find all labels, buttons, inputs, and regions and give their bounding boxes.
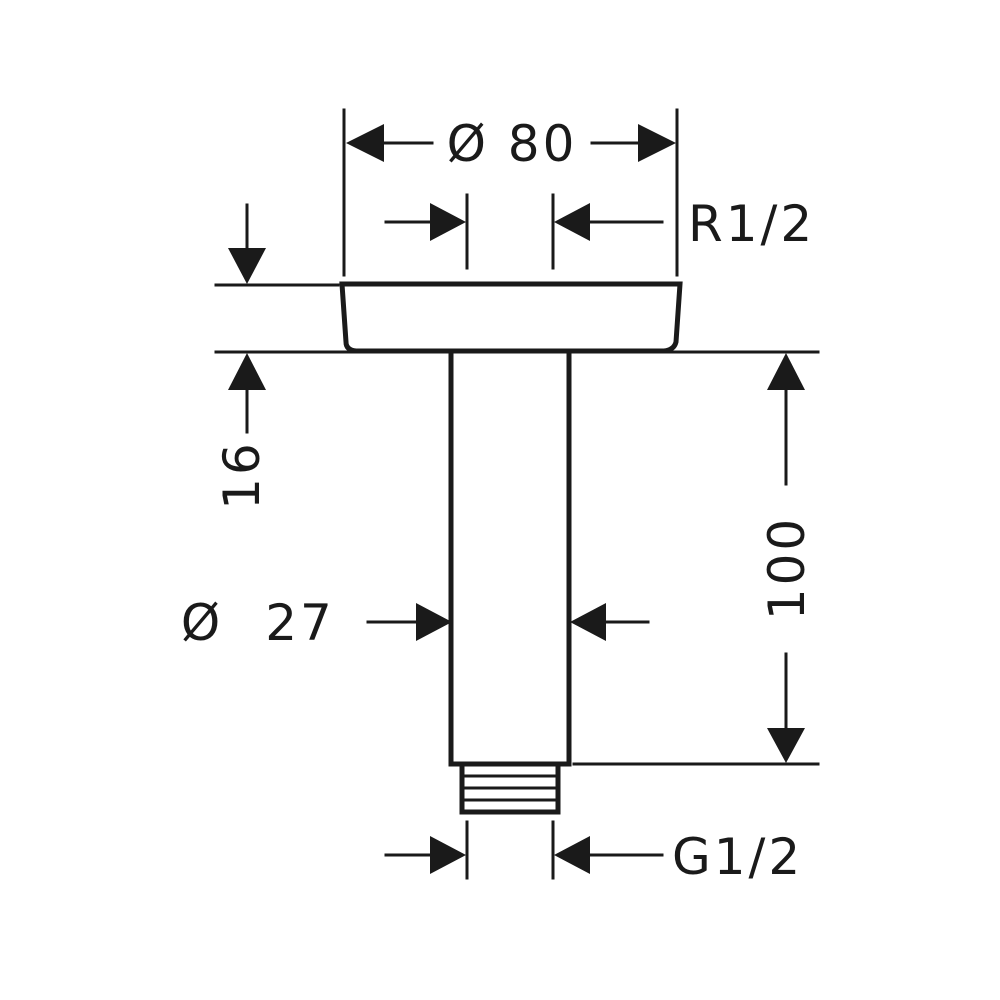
arrow-left-icon xyxy=(346,124,384,162)
arm-diameter-label: 27 xyxy=(265,594,335,652)
arm-length-label: 100 xyxy=(758,516,816,620)
arm-length-dimension: 100 xyxy=(758,353,816,763)
arrow-up-icon xyxy=(767,353,805,390)
flange-height-dimension: 16 xyxy=(213,203,271,510)
outlet-thread-nipple xyxy=(459,765,561,815)
arrow-up-icon xyxy=(228,353,266,390)
arrow-right-icon xyxy=(638,124,676,162)
flange-diameter-label: Ø 80 xyxy=(447,115,578,173)
ceiling-thread-dimension: R1/2 xyxy=(384,195,815,253)
outlet-thread-dimension: G1/2 xyxy=(384,828,803,886)
arm-diameter-dimension: Ø 27 xyxy=(181,594,650,652)
arrow-right-icon xyxy=(416,603,452,641)
arrow-right-icon xyxy=(430,203,466,241)
diameter-symbol: Ø xyxy=(181,594,223,652)
arrow-left-icon xyxy=(554,836,590,874)
extension-lines xyxy=(214,108,820,880)
ceiling-flange xyxy=(339,281,683,354)
arrow-left-icon xyxy=(570,603,606,641)
flange-height-label: 16 xyxy=(213,440,271,510)
arrow-right-icon xyxy=(430,836,466,874)
flange-diameter-dimension: Ø 80 xyxy=(346,115,676,173)
arrow-down-icon xyxy=(767,728,805,763)
arrow-down-icon xyxy=(228,248,266,284)
shower-arm-pipe xyxy=(448,352,572,767)
ceiling-thread-label: R1/2 xyxy=(688,195,815,253)
arrow-left-icon xyxy=(554,203,590,241)
outlet-thread-label: G1/2 xyxy=(672,828,803,886)
